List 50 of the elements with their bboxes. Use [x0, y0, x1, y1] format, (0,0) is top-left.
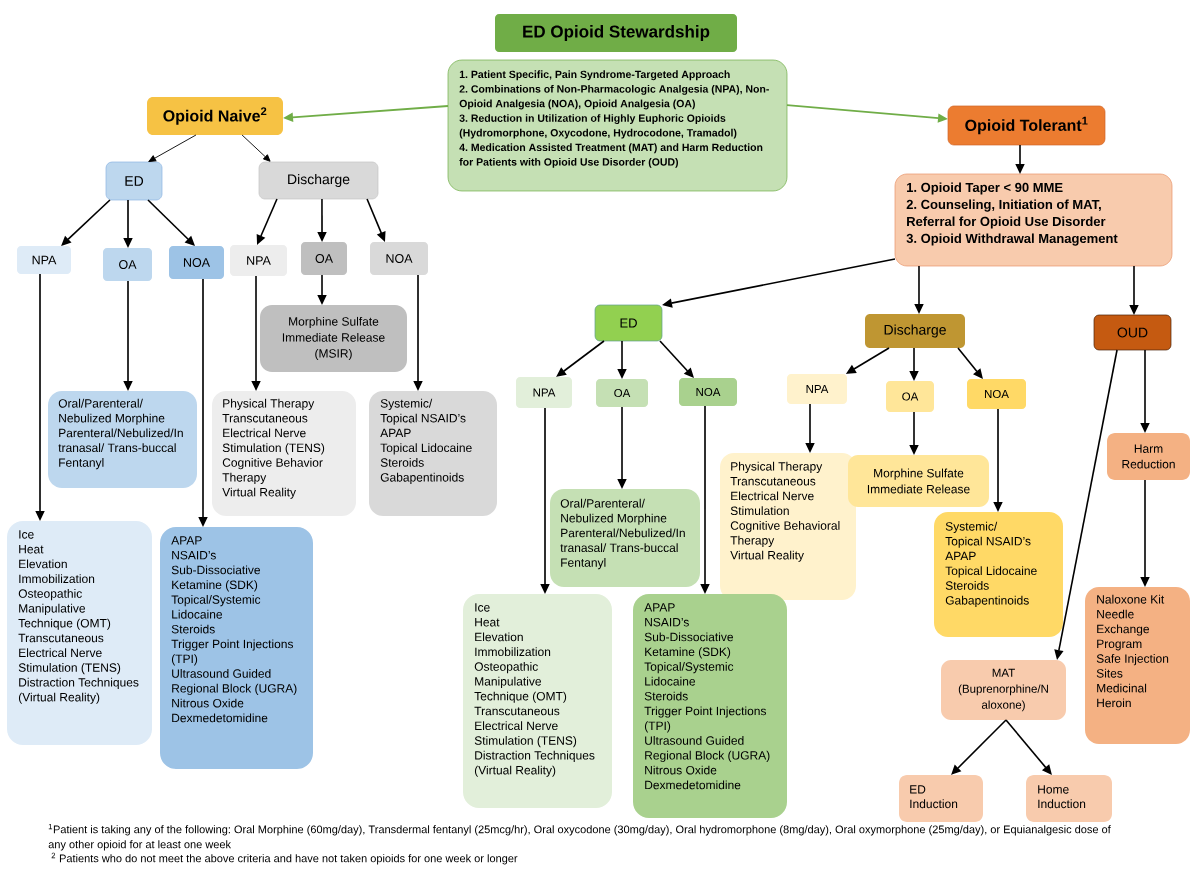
process-box: OA — [103, 248, 152, 281]
process-box: NPA — [787, 374, 847, 404]
process-box: NPA — [516, 377, 572, 408]
list-box: APAP NSAID’s Sub-Dissociative Ketamine (SDK) Topical/Systemic Lidocaine Steroids Trigger Point Injections (TPI) Ultrasound Guided Regional Block (UGRA) Nitrous Oxide Dexmedetomidine — [160, 527, 313, 769]
arrow — [61, 199, 111, 246]
arrow — [147, 199, 195, 246]
list-box: Systemic/ Topical NSAID’s APAP Topical Lidocaine Steroids Gabapentinoids — [934, 512, 1063, 637]
arrow — [957, 347, 983, 379]
list-box: APAP NSAID’s Sub-Dissociative Ketamine (SDK) Topical/Systemic Lidocaine Steroids Trigger Point Injections (TPI) Ultrasound Guided Regional Block (UGRA) Nitrous Oxide Dexmedetomidine — [633, 594, 787, 818]
process-box: Discharge — [865, 314, 965, 348]
category-box: Opioid Tolerant$^{1}$ — [947, 105, 1106, 146]
text-box: 1. Opioid Taper < 90 MME 2. Counseling, Initiation of MAT, Referral for Opioid Use Disorder 3. Opioid Withdrawal Management — [894, 173, 1173, 267]
process-box: OA — [596, 379, 648, 407]
process-box: NOA — [679, 378, 737, 406]
process-box: ED — [105, 161, 163, 201]
process-box: OUD — [1093, 314, 1172, 351]
process-box: MAT (Buprenorphine/N aloxone) — [941, 660, 1066, 720]
text-box: 1. Patient Specific, Pain Syndrome-Targeted Approach 2. Combinations of Non-Pharmacologic Analgesia (NPA), Non-Opioid Analgesia (NOA), Opioid Analgesia (OA) 3. Reduction in Utilization of Highly Euphoric Opioids (Hydromorphone, Oxycodone, Hydrocodone, Tramadol) 4. Medication Assisted Treatment (MAT) and Harm Reduction for Patients with Opioid Use Disorder (OUD) — [447, 59, 788, 192]
arrow — [659, 340, 694, 378]
process-box: OA — [301, 242, 347, 275]
list-box: Ice Heat Elevation Immobilization Osteopathic Manipulative Technique (OMT) Transcutaneous Electrical Nerve Stimulation (TENS) Distraction Techniques (Virtual Reality) — [463, 594, 612, 808]
process-box: Harm Reduction — [1107, 433, 1190, 480]
category-box: Opioid Naive$^{2}$ — [147, 97, 283, 135]
process-box: ED — [594, 304, 663, 342]
arrow — [241, 134, 271, 162]
list-box: Physical Therapy Transcutaneous Electrical Nerve Stimulation (TENS) Cognitive Behavior Therapy Virtual Reality — [212, 391, 356, 516]
arrow — [148, 134, 197, 162]
process-box: ED Induction — [899, 775, 983, 822]
process-box: OA — [886, 381, 934, 412]
arrow — [1005, 719, 1052, 775]
process-box: Discharge — [258, 161, 379, 200]
list-box: Systemic/ Topical NSAID’s APAP Topical Lidocaine Steroids Gabapentinoids — [369, 391, 497, 516]
arrow — [951, 719, 1007, 775]
list-box: Oral/Parenteral/ Nebulized Morphine Parenteral/Nebulized/In tranasal/ Trans-buccal Fentanyl — [550, 489, 700, 587]
process-box: NPA — [17, 246, 71, 274]
process-box: NOA — [169, 246, 224, 279]
process-box: Home Induction — [1026, 775, 1112, 822]
footnote: $^{2}$ Patients who do not meet the above criteria and have not taken opioids for one week or longer — [51, 852, 518, 865]
footnote: $^{1}$Patient is taking any of the following: Oral Morphine (60mg/day), Transdermal fentanyl (25mcg/hr), Oral oxycodone (30mg/day), Oral hydromorphone (8mg/day), Oral oxymorphone (25mg/day), or Equianalgesic dose of any other opioid for at least one week — [48, 823, 1111, 851]
list-box: Naloxone Kit Needle Exchange Program Safe Injection Sites Medicinal Heroin — [1085, 587, 1190, 744]
process-box: NOA — [967, 379, 1026, 409]
list-box: Oral/Parenteral/ Nebulized Morphine Parenteral/Nebulized/In tranasal/ Trans-buccal Fentanyl — [48, 391, 197, 488]
process-box: Morphine Sulfate Immediate Release — [848, 455, 989, 507]
process-box: NOA — [370, 242, 428, 275]
list-box: Ice Heat Elevation Immobilization Osteopathic Manipulative Technique (OMT) Transcutaneous Electrical Nerve Stimulation (TENS) Distraction Techniques (Virtual Reality) — [7, 521, 152, 745]
process-box: Morphine Sulfate Immediate Release (MSIR) — [260, 305, 407, 372]
list-box: Physical Therapy Transcutaneous Electrical Nerve Stimulation Cognitive Behavioral Therapy Virtual Reality — [720, 453, 856, 600]
arrow — [556, 340, 605, 377]
title-banner: ED Opioid Stewardship — [495, 14, 737, 52]
process-box: NPA — [230, 245, 287, 276]
